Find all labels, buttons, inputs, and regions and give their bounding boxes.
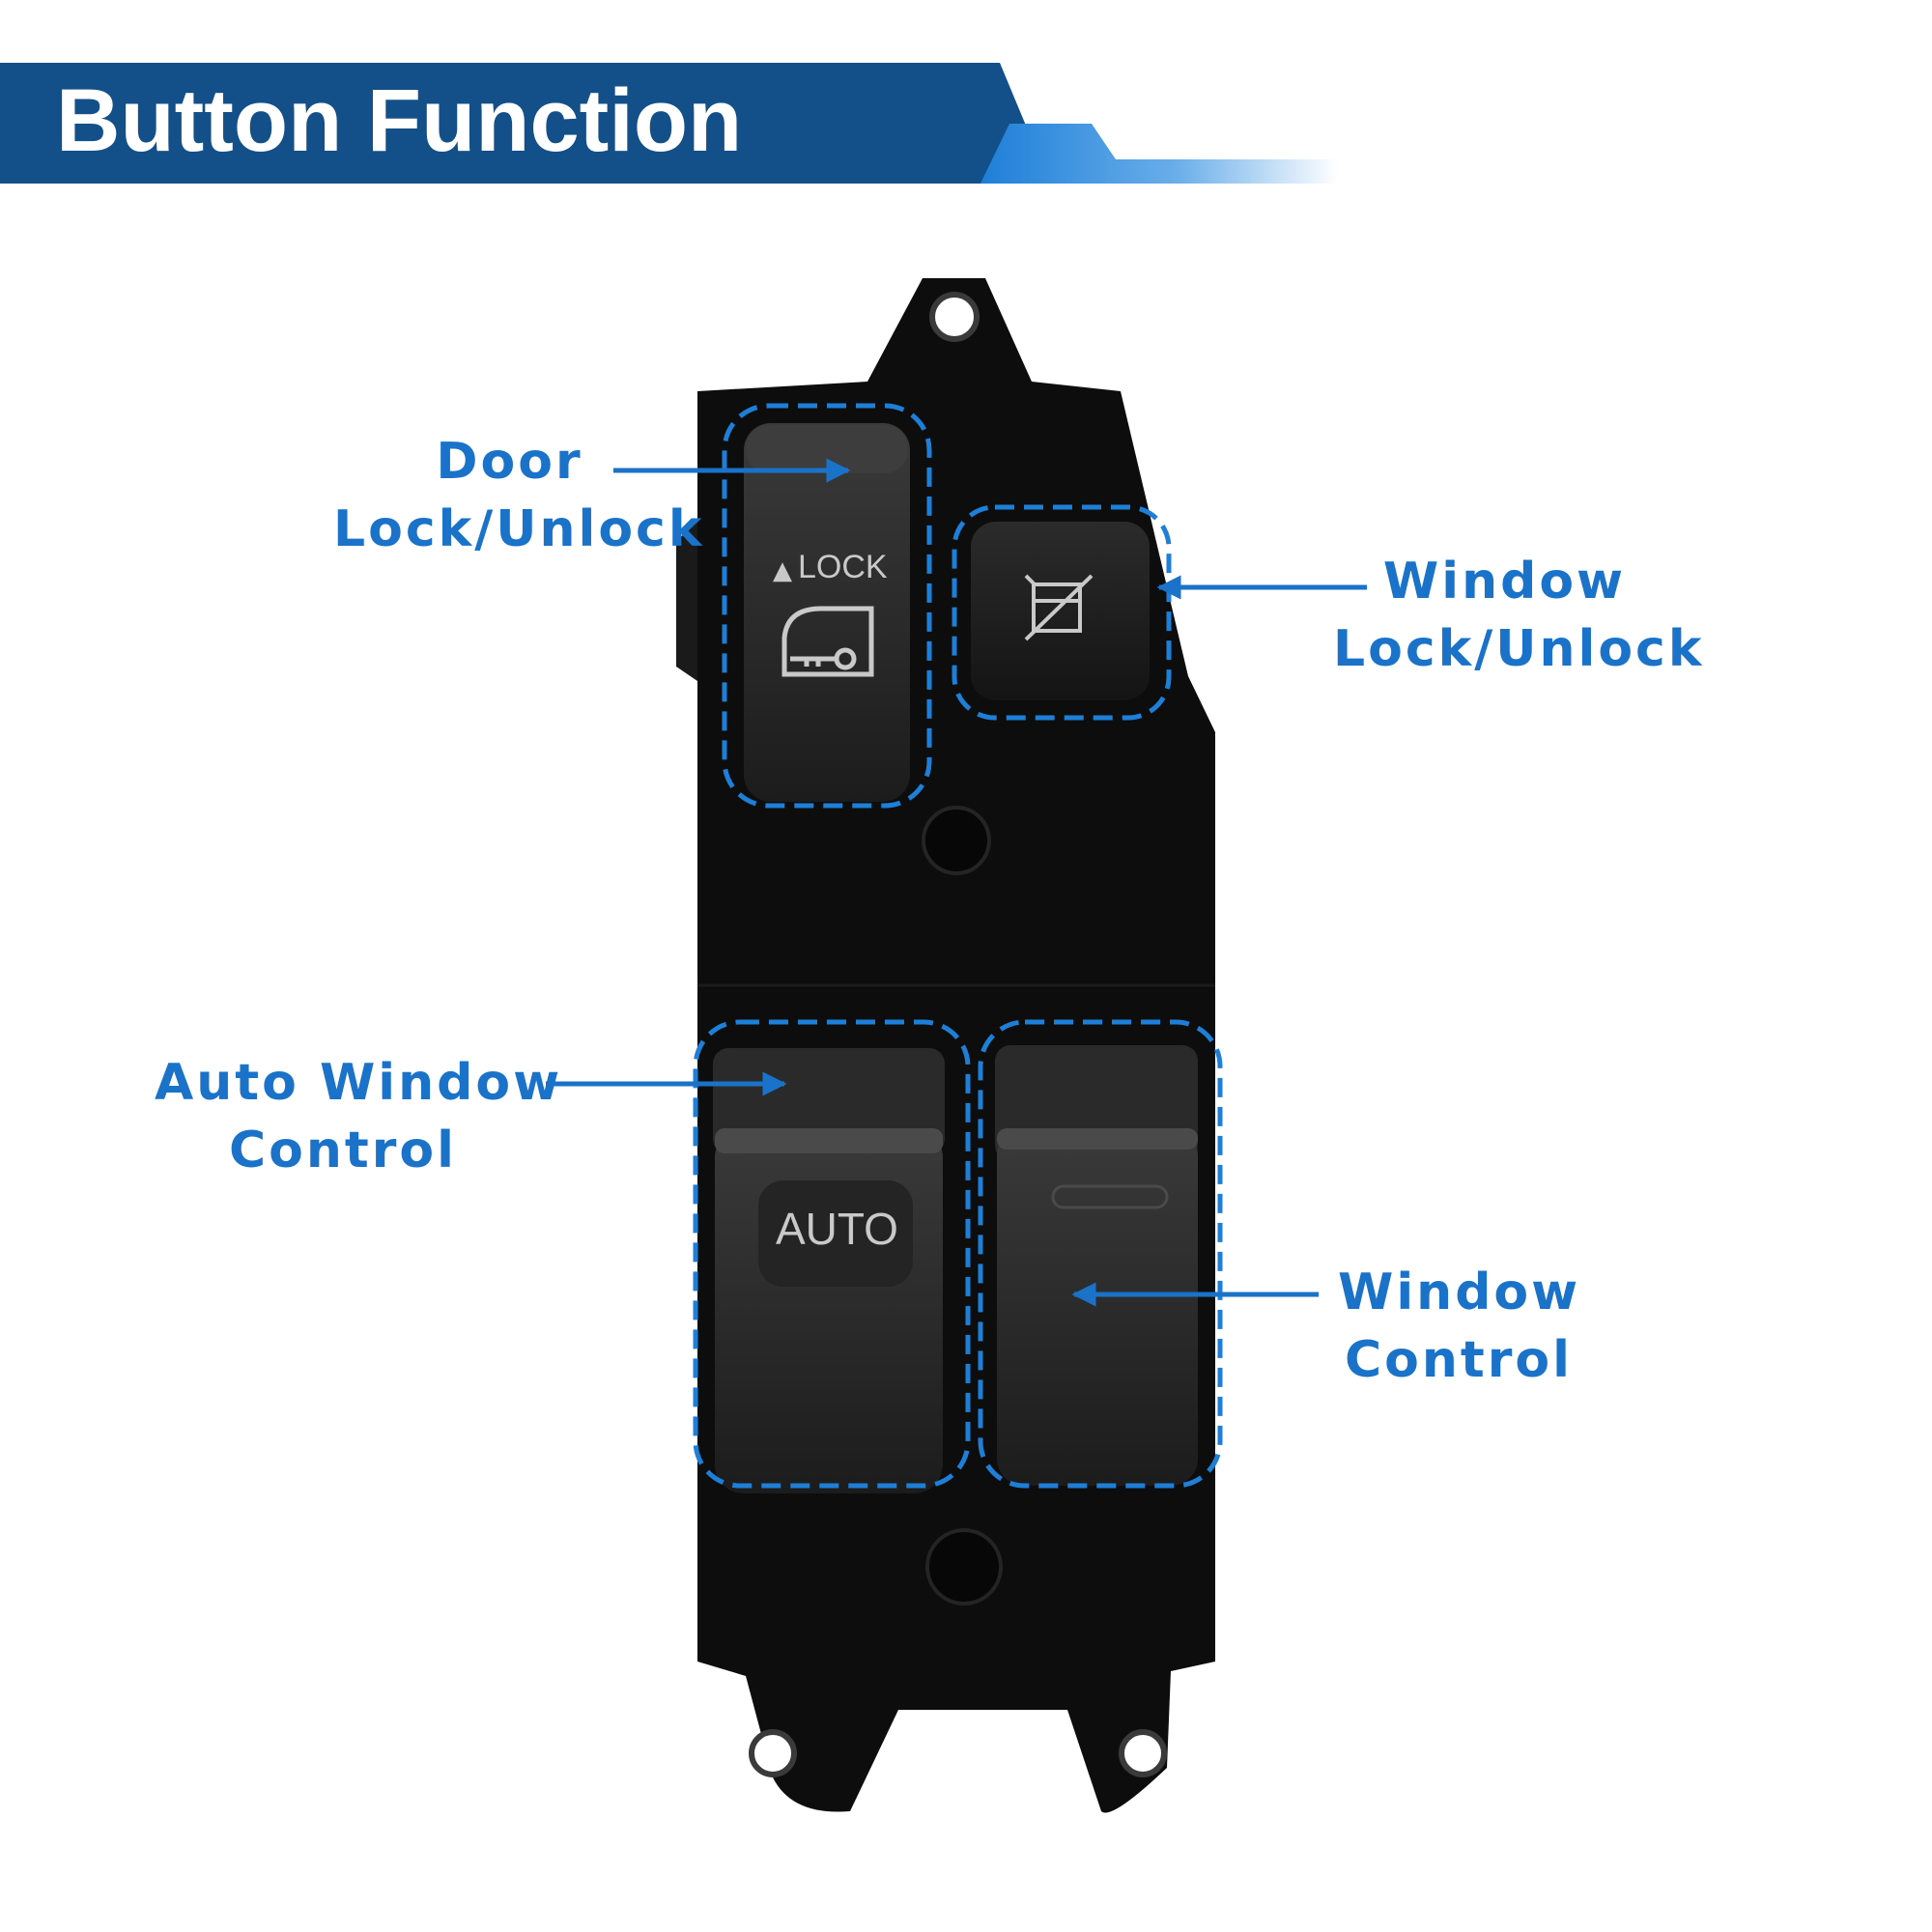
highlight-outlines (693, 403, 1223, 1489)
banner-accent-stripe (980, 124, 1338, 184)
lock-label: LOCK (798, 549, 888, 585)
window-control-ridge (1051, 1184, 1169, 1209)
window-control-callout-line1: Window (1338, 1264, 1581, 1321)
door-lock-switch[interactable]: ▲ LOCK (744, 423, 910, 802)
header-banner (0, 63, 1338, 184)
door-lock-callout: Door Lock/Unlock (333, 428, 705, 563)
door-lock-highlight (722, 403, 932, 809)
page-title: Button Function (56, 71, 743, 170)
window-lock-icon (1024, 574, 1094, 641)
auto-label: AUTO (776, 1204, 898, 1254)
auto-window-callout-line1: Auto Window (155, 1054, 563, 1112)
screw-boss-lower (925, 1528, 1003, 1605)
lock-triangle-icon: ▲ (773, 556, 792, 585)
bottom-right-mount-hole (1119, 1729, 1167, 1777)
screw-boss-upper (922, 806, 991, 875)
window-control-highlight (978, 1019, 1223, 1489)
window-lock-button[interactable] (971, 522, 1150, 700)
auto-window-callout-line2: Control (229, 1122, 457, 1179)
auto-window-highlight (693, 1019, 971, 1489)
window-lock-callout-line1: Window (1382, 553, 1627, 611)
window-control-switch[interactable] (995, 1045, 1198, 1486)
auto-window-switch[interactable]: AUTO (713, 1048, 945, 1493)
window-control-callout-line2: Control (1345, 1331, 1573, 1389)
door-key-icon (781, 606, 874, 677)
top-mount-hole (929, 292, 980, 342)
callout-arrows (546, 458, 1367, 1307)
auto-window-callout: Auto Window Control (155, 1049, 563, 1184)
banner-bar (0, 63, 1050, 184)
window-lock-callout: Window Lock/Unlock (1333, 548, 1705, 683)
window-control-callout: Window Control (1338, 1259, 1579, 1394)
door-lock-callout-line2: Lock/Unlock (333, 500, 705, 558)
window-lock-callout-line2: Lock/Unlock (1333, 620, 1705, 678)
door-lock-callout-line1: Door (436, 433, 583, 491)
window-lock-highlight (952, 504, 1172, 721)
bottom-left-mount-hole (749, 1729, 797, 1777)
